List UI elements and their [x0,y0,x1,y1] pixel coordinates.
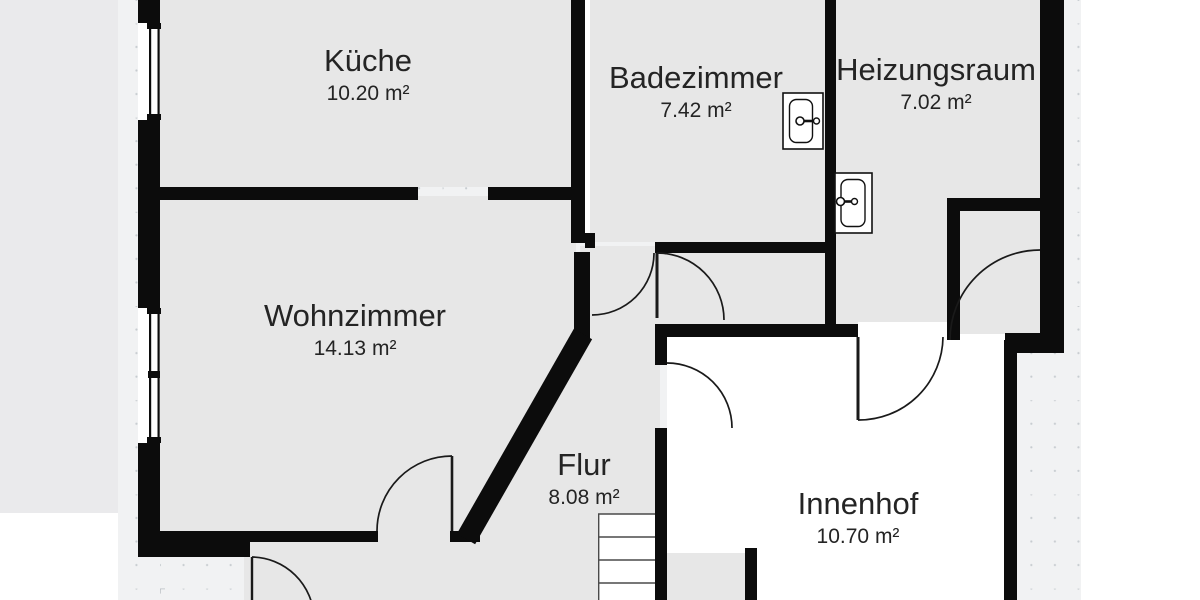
room-floor-lobby[interactable] [655,248,827,328]
window-cap [147,308,161,314]
stairs[interactable] [598,513,655,600]
wall-left-top[interactable] [138,0,160,23]
room-floor-bottom-room[interactable] [667,553,747,600]
door-flur-lobby[interactable] [655,252,725,321]
doors [250,249,1041,600]
wall-vestibule-west[interactable] [947,198,960,340]
window-cap [147,23,161,29]
wall-innenhof-west-lower[interactable] [655,428,667,600]
door-wohnzimmer-flur[interactable] [376,455,454,532]
wall-bottom-thin[interactable] [250,531,378,542]
door-vestibule-arc[interactable] [949,249,1041,341]
wall-fixtures [782,92,873,234]
wall-diagonal[interactable] [456,328,593,545]
stairs-body[interactable] [598,514,655,600]
wall-right-exterior[interactable] [1040,0,1064,345]
window-cap [147,437,161,443]
room-floor-wohnzimmer[interactable] [160,196,576,536]
window-cap [147,114,161,120]
window-kueche[interactable] [138,23,161,120]
wall-innenhof-west-upper[interactable] [655,324,667,365]
window-mullion [148,371,160,378]
wall-bad-heiz-divider[interactable] [825,0,836,337]
room-floor-heizungsraum-lower[interactable] [836,0,947,324]
wall-lobby-south[interactable] [665,324,858,337]
door-heizungsraum-innenhof[interactable] [856,336,944,421]
wall-kueche-south-a[interactable] [160,187,418,200]
wall-divider-gap-line [585,0,590,233]
walls [138,0,1064,600]
wall-left-mid[interactable] [138,120,160,308]
wall-bottom-thick[interactable] [138,531,250,557]
window-wohnzimmer[interactable] [138,308,161,443]
canvas-edge-strip [0,0,118,513]
wall-bad-door-jamb[interactable] [585,233,595,248]
door-badezimmer-arc[interactable] [591,252,655,316]
wall-fixture-heizungsraum-icon[interactable] [834,172,873,234]
wall-vestibule-north[interactable] [947,198,1040,211]
room-floor-kueche[interactable] [160,0,571,187]
wall-flur-west[interactable] [574,252,590,340]
wall-fixture-badezimmer-icon[interactable] [782,92,824,150]
window-pane-line [157,23,160,120]
door-flur-exit[interactable] [250,556,314,600]
wall-innenhof-east[interactable] [1004,340,1017,600]
wall-bottom-room-stub[interactable] [745,548,757,600]
doorway-floor-heizungsraum [858,322,947,338]
window-pane-line [149,23,152,120]
wall-kueche-bad-divider[interactable] [571,0,585,243]
wall-kueche-south-b[interactable] [488,187,574,200]
wall-left-bottom[interactable] [138,443,160,557]
room-floors [160,0,1042,600]
door-innenhof-west-arc[interactable] [666,362,733,429]
wall-vestibule-south[interactable] [1005,333,1064,353]
wall-bad-south[interactable] [655,242,825,253]
stairs-steps [598,513,655,600]
room-floor-vestibule[interactable] [958,209,1042,335]
room-floor-flur[interactable] [244,246,660,600]
windows [138,23,161,443]
